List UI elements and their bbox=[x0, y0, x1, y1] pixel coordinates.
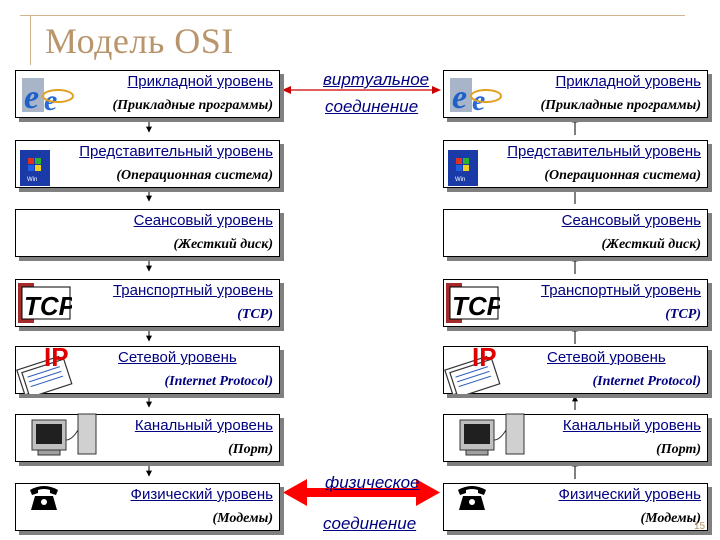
physical-connection-line1: физическое bbox=[325, 473, 420, 492]
layer-box-application-left: Прикладной уровень (Прикладные программы… bbox=[15, 70, 280, 118]
svg-text:e: e bbox=[452, 79, 467, 116]
ip-documents-icon: IP bbox=[16, 344, 73, 394]
layer-name: Транспортный уровень bbox=[540, 282, 701, 299]
telephone-icon bbox=[458, 486, 486, 510]
layer-name: Канальный уровень bbox=[562, 417, 701, 434]
layer-box-transport-right: Транспортный уровень (TCP) bbox=[443, 279, 708, 327]
layer-name: Сетевой уровень bbox=[547, 349, 666, 366]
page-title: Модель OSI bbox=[45, 21, 234, 61]
virtual-connection-arrow bbox=[282, 86, 441, 94]
layer-sub: (Жесткий диск) bbox=[173, 237, 273, 252]
computer-port-icon bbox=[31, 413, 97, 456]
svg-text:IP: IP bbox=[472, 344, 497, 372]
telephone-icon bbox=[30, 486, 58, 510]
layer-name: Физический уровень bbox=[558, 486, 701, 503]
layer-box-presentation-left: Представительный уровень (Операционная с… bbox=[15, 140, 280, 188]
physical-connection-line2: соединение bbox=[323, 514, 417, 533]
layer-box-session-right: Сеансовый уровень (Жесткий диск) bbox=[443, 209, 708, 257]
layer-name: Транспортный уровень bbox=[112, 282, 273, 299]
svg-text:Win: Win bbox=[27, 177, 37, 183]
virtual-connection-line1: виртуальное bbox=[323, 70, 430, 89]
layer-name: Прикладной уровень bbox=[555, 73, 701, 90]
layer-sub: (TCP) bbox=[665, 307, 701, 322]
computer-port-icon bbox=[459, 413, 525, 456]
layer-name: Канальный уровень bbox=[134, 417, 273, 434]
layer-sub: (TCP) bbox=[237, 307, 273, 322]
virtual-connection-line2: соединение bbox=[325, 97, 419, 116]
layer-sub: (Модемы) bbox=[640, 511, 701, 526]
layer-sub: (Порт) bbox=[656, 442, 701, 457]
title-rule bbox=[20, 15, 685, 16]
layer-box-application-right: Прикладной уровень (Прикладные программы… bbox=[443, 70, 708, 118]
layer-name: Сеансовый уровень bbox=[561, 212, 701, 229]
windows-logo-icon: Win bbox=[448, 150, 478, 186]
layer-box-presentation-right: Представительный уровень (Операционная с… bbox=[443, 140, 708, 188]
layer-sub: (Операционная система) bbox=[116, 168, 273, 183]
windows-logo-icon: Win bbox=[20, 150, 50, 186]
ie-logo-icon: e e bbox=[22, 78, 74, 116]
svg-text:TCP: TCP bbox=[24, 291, 72, 321]
layer-name: Прикладной уровень bbox=[127, 73, 273, 90]
layer-name: Физический уровень bbox=[130, 486, 273, 503]
layer-name: Сеансовый уровень bbox=[133, 212, 273, 229]
layer-sub: (Операционная система) bbox=[544, 168, 701, 183]
layer-sub: (Жесткий диск) bbox=[601, 237, 701, 252]
layer-sub: (Прикладные программы) bbox=[540, 98, 701, 113]
page-number: 15 bbox=[694, 521, 706, 532]
layer-sub: (Internet Protocol) bbox=[164, 374, 274, 389]
ie-logo-icon: e e bbox=[450, 78, 502, 116]
svg-text:e: e bbox=[24, 79, 39, 116]
layer-name: Представительный уровень bbox=[79, 143, 273, 160]
layer-sub: (Порт) bbox=[228, 442, 273, 457]
svg-text:TCP: TCP bbox=[452, 291, 500, 321]
layer-box-session-left: Сеансовый уровень (Жесткий диск) bbox=[15, 209, 280, 257]
layer-sub: (Прикладные программы) bbox=[112, 98, 273, 113]
layer-name: Представительный уровень bbox=[507, 143, 701, 160]
svg-text:IP: IP bbox=[44, 344, 69, 372]
layer-sub: (Internet Protocol) bbox=[592, 374, 702, 389]
ip-documents-icon: IP bbox=[444, 344, 501, 394]
layer-box-physical-right: Физический уровень (Модемы) bbox=[443, 483, 708, 531]
title-rule-vertical bbox=[30, 15, 31, 65]
svg-text:Win: Win bbox=[455, 177, 465, 183]
tcp-logo-icon: TCP bbox=[18, 283, 72, 323]
layer-name: Сетевой уровень bbox=[118, 349, 237, 366]
physical-connection-arrow bbox=[283, 479, 440, 506]
layer-sub: (Модемы) bbox=[212, 511, 273, 526]
tcp-logo-icon: TCP bbox=[446, 283, 500, 323]
layer-box-physical-left: Физический уровень (Модемы) bbox=[15, 483, 280, 531]
